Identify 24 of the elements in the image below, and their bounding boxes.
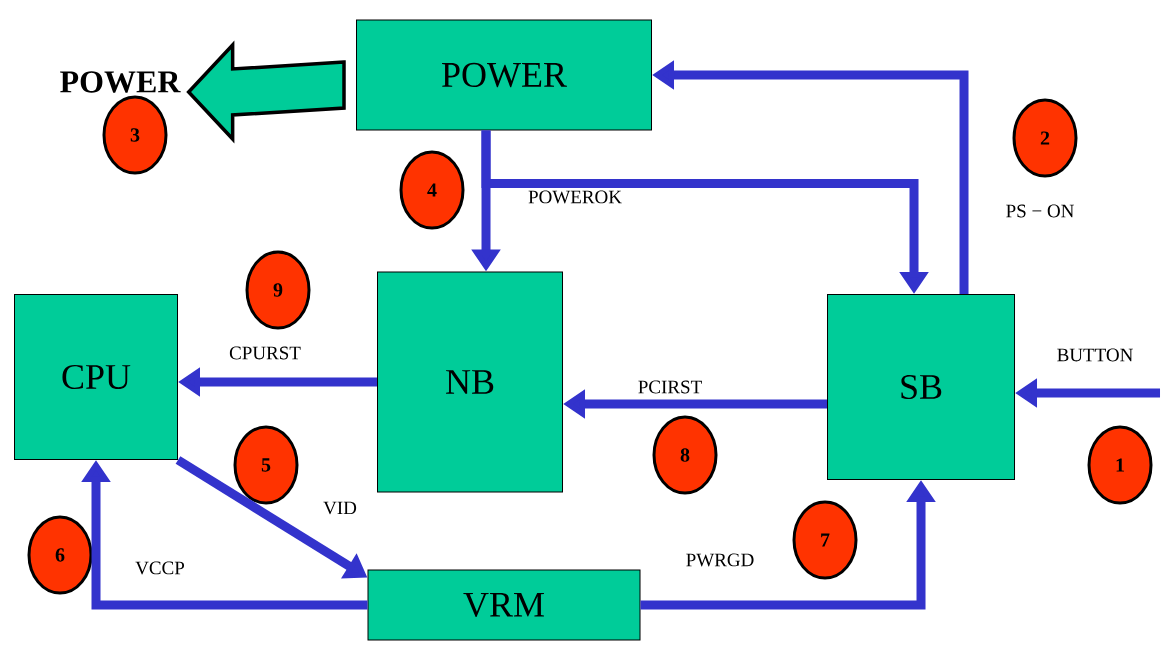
block-box: SB xyxy=(827,294,1015,480)
callout-number: 3 xyxy=(102,95,168,175)
edge-label: CPURST xyxy=(228,345,302,361)
callout-number: 6 xyxy=(27,515,93,595)
block-box: CPU xyxy=(14,294,178,460)
edge-label: BUTTON xyxy=(1055,347,1135,363)
callout-number: 4 xyxy=(399,150,465,230)
output-arrow xyxy=(186,40,346,144)
block-box: POWER xyxy=(356,19,652,131)
edge-label: PS − ON xyxy=(1004,203,1076,219)
edge-label: POWEROK xyxy=(527,189,623,205)
callout-number: 9 xyxy=(245,250,311,330)
edge-label: VID xyxy=(322,500,358,516)
edge-label: PWRGD xyxy=(684,552,756,568)
output-label: POWER xyxy=(60,71,181,93)
callout-number: 8 xyxy=(652,415,718,495)
edge-label: VCCP xyxy=(134,560,186,576)
callout-number: 7 xyxy=(792,500,858,580)
callout-number: 2 xyxy=(1012,98,1078,178)
block-box: NB xyxy=(377,271,563,493)
edge-label: PCIRST xyxy=(636,379,704,395)
block-box: VRM xyxy=(367,569,641,641)
callout-number: 5 xyxy=(233,425,299,505)
callout-number: 1 xyxy=(1087,425,1153,505)
